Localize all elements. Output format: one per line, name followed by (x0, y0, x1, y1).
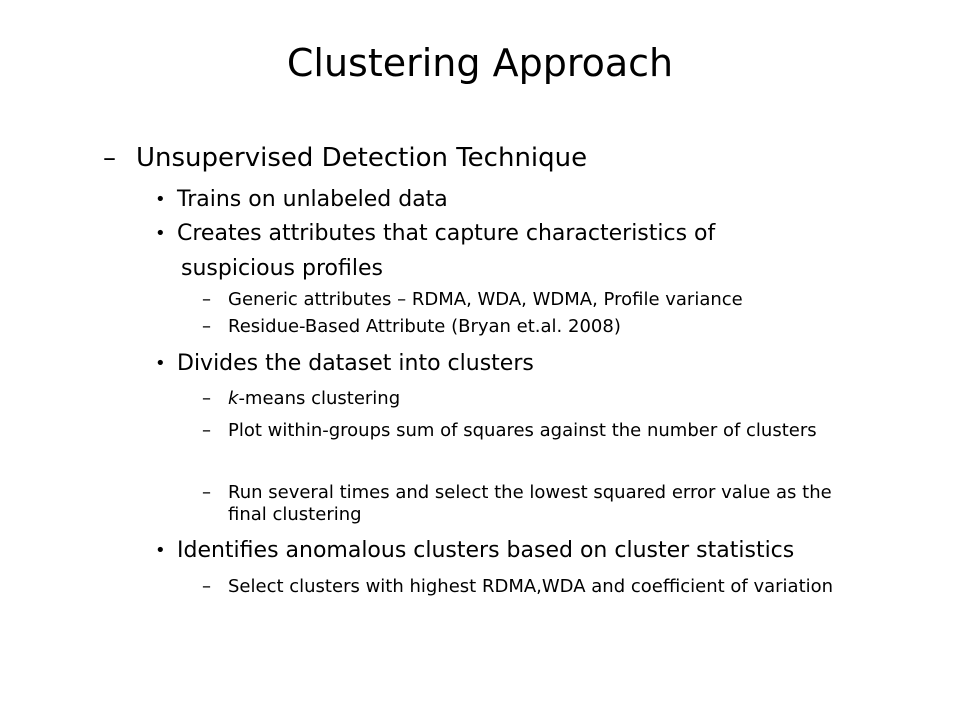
sub-text: Plot within-groups sum of squares agains… (228, 420, 817, 441)
heading-text: Unsupervised Detection Technique (136, 143, 588, 173)
kmeans-rest: -means clustering (238, 388, 401, 409)
dash-marker: – (103, 143, 116, 173)
bullet-creates: • Creates attributes that capture charac… (155, 220, 715, 248)
bullet-marker: • (155, 353, 166, 374)
bullet-marker: • (155, 540, 166, 561)
bullet-trains: • Trains on unlabeled data (155, 186, 448, 214)
dash-marker: – (202, 420, 211, 441)
bullet-text: Creates attributes that capture characte… (177, 221, 716, 246)
sub-plot-within-groups: – Plot within-groups sum of squares agai… (202, 420, 862, 442)
sub-residue-attribute: – Residue-Based Attribute (Bryan et.al. … (202, 316, 621, 338)
sub-select-clusters: – Select clusters with highest RDMA,WDA … (202, 576, 862, 598)
slide-title: Clustering Approach (286, 41, 674, 85)
bullet-marker: • (155, 189, 166, 210)
sub-text: Generic attributes – RDMA, WDA, WDMA, Pr… (228, 289, 743, 310)
bullet-divides: • Divides the dataset into clusters (155, 350, 534, 378)
sub-generic-attributes: – Generic attributes – RDMA, WDA, WDMA, … (202, 289, 743, 311)
bullet-text-continuation: suspicious profiles (181, 256, 383, 281)
dash-marker: – (202, 289, 211, 310)
bullet-text: Identifies anomalous clusters based on c… (177, 538, 795, 563)
dash-marker: – (202, 482, 211, 503)
heading-row: – Unsupervised Detection Technique (103, 142, 587, 174)
sub-text: Residue-Based Attribute (Bryan et.al. 20… (228, 316, 621, 337)
italic-k: k (228, 388, 239, 409)
bullet-text: Divides the dataset into clusters (177, 351, 534, 376)
bullet-marker: • (155, 223, 166, 244)
bullet-identifies: • Identifies anomalous clusters based on… (155, 537, 794, 565)
sub-text: Run several times and select the lowest … (228, 482, 832, 525)
bullet-text: Trains on unlabeled data (177, 187, 448, 212)
dash-marker: – (202, 388, 211, 409)
dash-marker: – (202, 576, 211, 597)
sub-kmeans: – k-means clustering (202, 388, 400, 410)
bullet-creates-continuation: suspicious profiles (181, 255, 383, 283)
sub-text: k-means clustering (228, 388, 400, 410)
sub-text: Select clusters with highest RDMA,WDA an… (228, 576, 834, 597)
sub-run-several-times: – Run several times and select the lowes… (202, 482, 862, 526)
dash-marker: – (202, 316, 211, 337)
